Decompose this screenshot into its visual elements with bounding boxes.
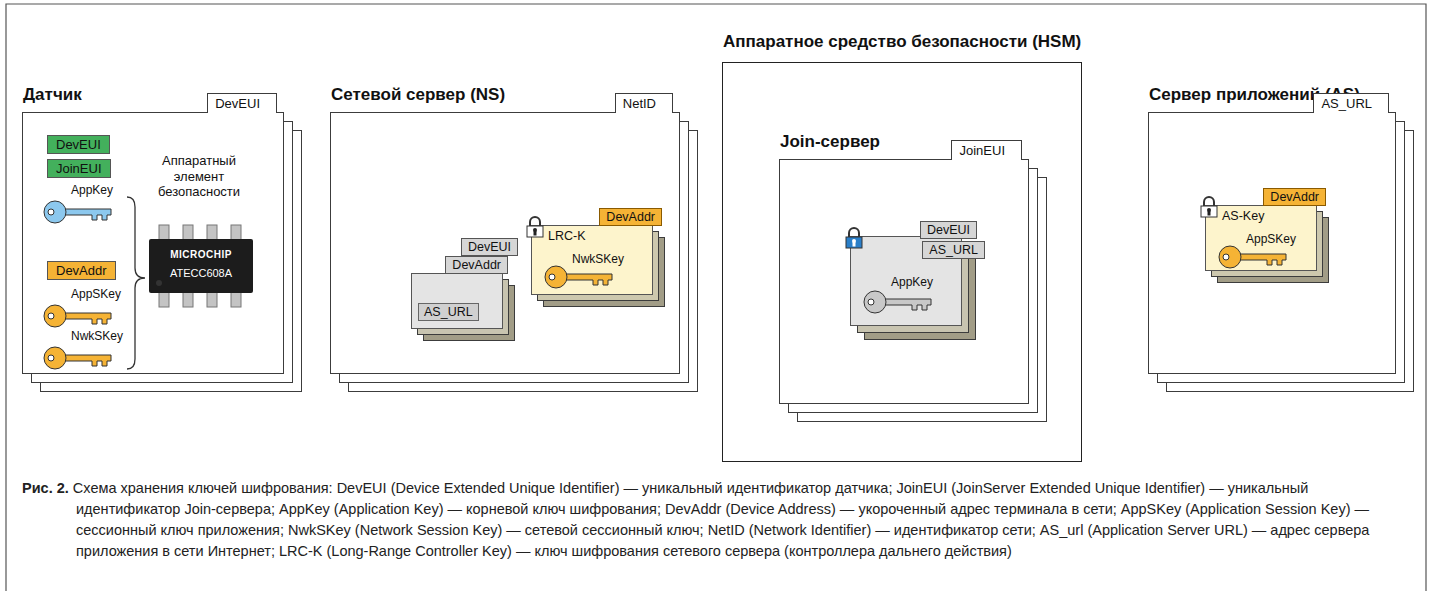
key-label: AppKey: [71, 183, 113, 197]
key-hole: [48, 313, 54, 319]
chip-pin: [207, 291, 217, 307]
server-card: ДатчикDevEUIDevEUIJoinEUIDevAddrAppKeyАп…: [22, 112, 284, 374]
key-icon: [544, 264, 616, 290]
lock-body: [527, 226, 543, 237]
locklabel-text: LRC-K: [548, 229, 586, 243]
key-label: AppSKey: [71, 287, 121, 301]
key-shaft: [1240, 254, 1286, 265]
key-shaft: [885, 299, 931, 310]
brace-line: [127, 197, 145, 369]
hsmhead-text: Аппаратное средство безопасности (HSM): [723, 32, 1081, 52]
key-head: [545, 266, 567, 288]
key-record-card: LRC-KDevAddrNwkSKey: [531, 225, 653, 295]
key-hole: [48, 355, 54, 361]
chip-pin: [159, 291, 169, 307]
figure-caption: Рис. 2. Схема хранения ключей шифрования…: [22, 478, 1414, 562]
chip-dot: [156, 280, 162, 286]
record-card: DevEUIAS_URLAppKey: [850, 236, 962, 326]
key-icon: [1218, 244, 1290, 270]
id-tag: DevAddr: [47, 261, 116, 280]
chip-pin: [231, 225, 241, 241]
lock-body: [846, 237, 862, 248]
record-card: DevEUIDevAddrAS_URL: [411, 273, 503, 329]
lock-keyhole: [853, 242, 856, 247]
key-hole: [1223, 254, 1229, 260]
key-hole: [549, 274, 555, 280]
id-tag: DevEUI: [47, 135, 110, 154]
inbox-text: AS_URL: [418, 303, 479, 321]
key-head: [44, 347, 66, 369]
key-head: [44, 201, 66, 223]
chip-pin: [159, 225, 169, 241]
key-head: [1219, 246, 1241, 268]
tab-text: NetID: [615, 93, 673, 113]
chip-pin: [183, 291, 193, 307]
id-tag: JoinEUI: [47, 159, 111, 178]
key-record-card: AS-KeyDevAddrAppSKey: [1205, 205, 1317, 271]
locklabel-text: AS-Key: [1222, 209, 1264, 223]
taba-text: DevEUI: [461, 238, 518, 256]
orangetab-text: DevAddr: [599, 208, 662, 226]
tagtx-text: DevEUI: [56, 137, 101, 152]
chip-illustration: [143, 225, 259, 307]
key-icon: [863, 289, 935, 315]
tab-text: AS_URL: [1313, 93, 1389, 113]
lock-body: [1201, 206, 1217, 217]
key-shaft: [65, 209, 111, 220]
lock-icon: [526, 216, 544, 238]
lock-keyhole: [1208, 211, 1211, 216]
chip-pin: [231, 291, 241, 307]
g2key-text: AppKey: [891, 275, 933, 289]
key-shaft: [65, 355, 111, 366]
chip-pin: [183, 225, 193, 241]
server-card: Сетевой сервер (NS)NetIDDevEUIDevAddrAS_…: [330, 112, 680, 374]
hsm-box: Аппаратное средство безопасности (HSM)Jo…: [722, 62, 1082, 462]
server-card: Join-серверJoinEUIDevEUIAS_URLAppKey: [779, 159, 1029, 404]
lock-shackle: [849, 228, 859, 237]
heading-text: Датчик: [23, 85, 82, 105]
lock-keyhole: [534, 231, 537, 236]
key-head: [864, 291, 886, 313]
chipnote-label: Аппаратный элемент безопасности: [147, 153, 251, 200]
key-icon: [43, 345, 115, 371]
server-card: Сервер приложений (AS)AS_URLAS-KeyDevAdd…: [1148, 112, 1396, 374]
key-shaft: [566, 274, 612, 285]
keylabel-text: AppSKey: [1246, 232, 1296, 246]
frame-line: [6, 4, 1426, 591]
key-label: NwkSKey: [71, 329, 123, 343]
heading-text: Сетевой сервер (NS): [331, 85, 505, 105]
keylabel-text: NwkSKey: [572, 252, 624, 266]
chip-pin: [207, 225, 217, 241]
tagtx-text: DevAddr: [56, 263, 107, 278]
key-hole: [48, 209, 54, 215]
chip-body: [149, 239, 253, 293]
heading-text: Join-сервер: [780, 132, 880, 152]
key-shaft: [65, 313, 111, 324]
lock-icon: [845, 227, 863, 249]
tab-text: JoinEUI: [951, 140, 1022, 160]
lock-icon: [1200, 196, 1218, 218]
mark2-label: ATECC608A: [149, 267, 253, 279]
g2tabb-text: AS_URL: [922, 241, 985, 259]
lock-shackle: [1204, 197, 1214, 206]
tab-text: DevEUI: [207, 93, 277, 113]
orangetab-text: DevAddr: [1263, 188, 1326, 206]
key-head: [44, 305, 66, 327]
tabb-text: DevAddr: [445, 256, 508, 274]
key-icon: [43, 303, 115, 329]
key-icon: [43, 199, 115, 225]
brace: [125, 193, 149, 373]
tagtx-text: JoinEUI: [56, 161, 102, 176]
key-hole: [868, 299, 874, 305]
lock-shackle: [530, 217, 540, 226]
mark1-label: MICROCHIP: [149, 249, 253, 260]
g2taba-text: DevEUI: [920, 221, 977, 239]
